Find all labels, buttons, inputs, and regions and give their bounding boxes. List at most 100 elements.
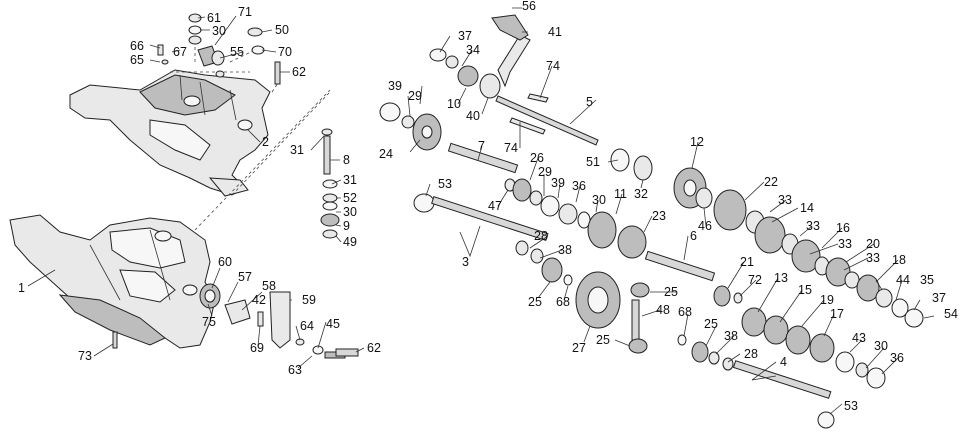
callout-28: 28 — [534, 229, 548, 243]
callout-39: 39 — [551, 176, 565, 190]
callout-25: 25 — [528, 295, 542, 309]
callout-38: 38 — [724, 329, 738, 343]
callout-37: 37 — [458, 29, 472, 43]
callout-7: 7 — [478, 139, 485, 153]
shaft-part-7 — [447, 142, 519, 174]
callout-24: 24 — [379, 147, 393, 161]
callout-25: 25 — [664, 285, 678, 299]
callout-40: 40 — [466, 109, 480, 123]
callout-58: 58 — [262, 279, 276, 293]
lower-left-small-parts — [112, 283, 359, 359]
callout-39: 39 — [388, 79, 402, 93]
leader-lines — [27, 7, 935, 415]
callout-30: 30 — [592, 193, 606, 207]
callout-62: 62 — [292, 65, 306, 79]
callout-75: 75 — [202, 315, 216, 329]
callout-43: 43 — [852, 331, 866, 345]
callout-59: 59 — [302, 293, 316, 307]
callout-9: 9 — [343, 219, 350, 233]
callout-34: 34 — [466, 43, 480, 57]
top-small-parts — [157, 13, 281, 85]
callout-36: 36 — [890, 351, 904, 365]
callout-35: 35 — [920, 273, 934, 287]
callout-33: 33 — [778, 193, 792, 207]
callout-8: 8 — [343, 153, 350, 167]
callout-25: 25 — [596, 333, 610, 347]
callout-33: 33 — [806, 219, 820, 233]
callout-68: 68 — [556, 295, 570, 309]
callout-61: 61 — [207, 11, 221, 25]
callout-67: 67 — [173, 45, 187, 59]
callout-57: 57 — [238, 270, 252, 284]
callout-60: 60 — [218, 255, 232, 269]
callout-53: 53 — [844, 399, 858, 413]
callout-41: 41 — [548, 25, 562, 39]
callout-68: 68 — [678, 305, 692, 319]
vertical-shaft-assembly — [320, 128, 340, 239]
callout-19: 19 — [820, 293, 834, 307]
callout-18: 18 — [892, 253, 906, 267]
callout-5: 5 — [586, 95, 593, 109]
callout-1: 1 — [18, 281, 25, 295]
callout-51: 51 — [586, 155, 600, 169]
callout-69: 69 — [250, 341, 264, 355]
shaft-part-6 — [644, 250, 716, 282]
left-gear-cluster — [413, 178, 647, 259]
upper-housing-part-2 — [69, 69, 271, 197]
callout-38: 38 — [558, 243, 572, 257]
callout-63: 63 — [288, 363, 302, 377]
callout-74: 74 — [504, 141, 518, 155]
callout-46: 46 — [698, 219, 712, 233]
callout-10: 10 — [447, 97, 461, 111]
middle-gear-cluster — [610, 148, 924, 328]
shaft-part-4 — [732, 360, 832, 399]
callout-47: 47 — [488, 199, 502, 213]
callout-45: 45 — [326, 317, 340, 331]
callout-73: 73 — [78, 349, 92, 363]
callout-25: 25 — [704, 317, 718, 331]
callout-15: 15 — [798, 283, 812, 297]
callout-54: 54 — [944, 307, 958, 321]
callout-62: 62 — [367, 341, 381, 355]
callout-72: 72 — [748, 273, 762, 287]
lower-housing-part-1 — [9, 214, 216, 349]
callout-13: 13 — [774, 271, 788, 285]
top-gear-row — [379, 48, 501, 151]
upper-shaft-part-5 — [491, 14, 599, 146]
callout-labels: 61 71 30 50 66 67 55 70 65 62 2 31 8 31 … — [18, 0, 958, 413]
callout-29: 29 — [538, 165, 552, 179]
callout-48: 48 — [656, 303, 670, 317]
callout-70: 70 — [278, 45, 292, 59]
callout-4: 4 — [780, 355, 787, 369]
bearing-part-53-lower — [817, 411, 835, 429]
callout-28: 28 — [744, 347, 758, 361]
callout-37: 37 — [932, 291, 946, 305]
callout-31: 31 — [343, 173, 357, 187]
callout-56: 56 — [522, 0, 536, 13]
callout-27: 27 — [572, 341, 586, 355]
callout-21: 21 — [740, 255, 754, 269]
callout-14: 14 — [800, 201, 814, 215]
callout-74: 74 — [546, 59, 560, 73]
callout-30: 30 — [212, 24, 226, 38]
callout-53: 53 — [438, 177, 452, 191]
dashed-guide-left — [194, 89, 331, 231]
lower-gear-cluster — [515, 240, 886, 389]
callout-49: 49 — [343, 235, 357, 249]
callout-26: 26 — [530, 151, 544, 165]
callout-71: 71 — [238, 5, 252, 19]
callout-29: 29 — [408, 89, 422, 103]
callout-33: 33 — [866, 251, 880, 265]
callout-3: 3 — [462, 255, 469, 269]
callout-6: 6 — [690, 229, 697, 243]
callout-2: 2 — [262, 135, 269, 149]
callout-42: 42 — [252, 293, 266, 307]
callout-32: 32 — [634, 187, 648, 201]
callout-23: 23 — [652, 209, 666, 223]
callout-11: 11 — [614, 187, 627, 201]
callout-50: 50 — [275, 23, 289, 37]
callout-30: 30 — [343, 205, 357, 219]
callout-12: 12 — [690, 135, 704, 149]
callout-44: 44 — [896, 273, 910, 287]
